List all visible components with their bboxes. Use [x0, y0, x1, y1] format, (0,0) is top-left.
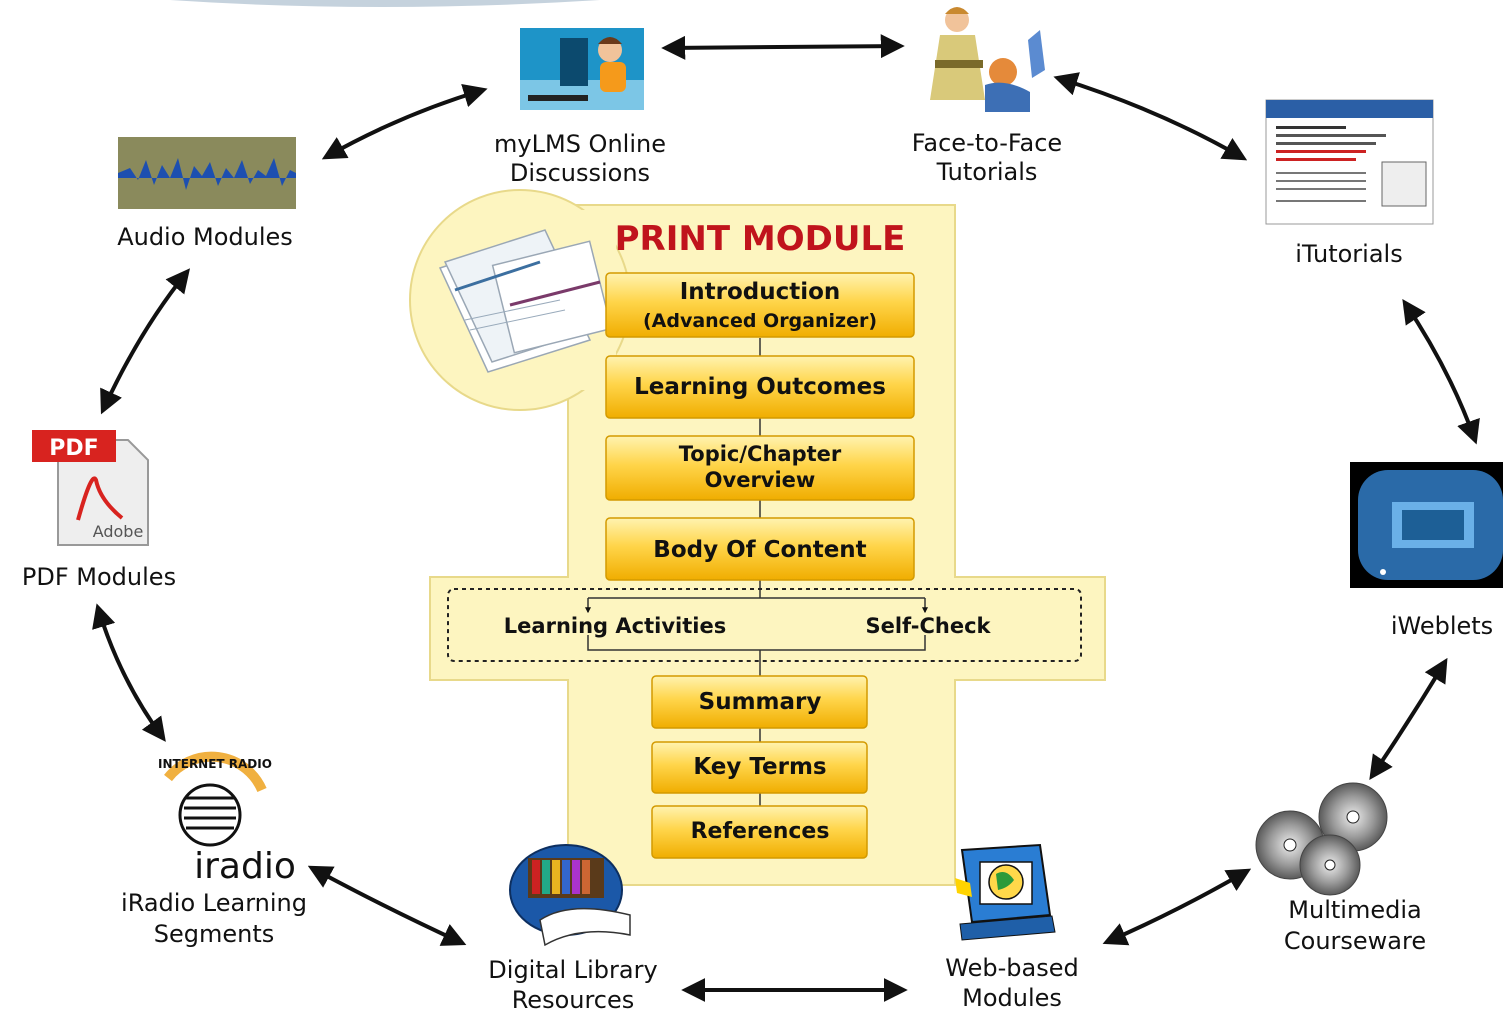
node-iradio: INTERNET RADIO iradio iRadio Learning Se… [121, 751, 307, 948]
key-terms-label: Key Terms [693, 754, 826, 780]
multimedia-label-2: Courseware [1284, 927, 1426, 955]
node-multimedia: Multimedia Courseware [1255, 782, 1426, 955]
cycle-arrows [92, 34, 1480, 1002]
web-player-screenshot-icon [1350, 462, 1503, 588]
activities-group-frame [447, 588, 1082, 662]
arrow-iweblets-multimedia [1369, 657, 1448, 780]
arrow-itutorials-iweblets [1402, 299, 1480, 445]
pdf-file-icon: PDF Adobe [32, 430, 149, 546]
topic-overview-label: Topic/Chapter [679, 442, 842, 466]
references-label: References [691, 819, 830, 844]
globe-monitor-icon [955, 843, 1056, 941]
cd-discs-icon [1255, 782, 1388, 896]
box-summary: Summary [651, 675, 868, 729]
box-topic-overview: Topic/Chapter Overview [605, 435, 915, 501]
iradio-microphone-icon: INTERNET RADIO iradio [158, 751, 296, 887]
arrow-iradio-pdf [92, 603, 166, 742]
box-learning-outcomes: Learning Outcomes [605, 355, 915, 419]
topic-overview-sublabel: Overview [705, 468, 816, 492]
person-at-computer-icon [520, 28, 644, 110]
introduction-sublabel: (Advanced Organizer) [643, 310, 877, 332]
introduction-label: Introduction [680, 279, 841, 305]
arrow-facetoface-itutorials [1053, 72, 1248, 161]
arrow-pdf-audio [100, 268, 191, 415]
library-book-icon [509, 844, 631, 947]
teacher-student-icon [930, 7, 1045, 112]
arrow-multimedia-webbased [1102, 868, 1252, 946]
pdf-badge-text: PDF [49, 436, 98, 461]
learning-activities-label: Learning Activities [504, 614, 726, 638]
box-body-of-content: Body Of Content [605, 517, 915, 581]
iweblets-label: iWeblets [1391, 612, 1493, 640]
node-audio: Audio Modules [117, 137, 296, 251]
face-to-face-label-1: Face-to-Face [912, 129, 1062, 157]
digital-library-label-1: Digital Library [488, 956, 657, 984]
box-introduction: Introduction (Advanced Organizer) [605, 272, 915, 338]
slide-screenshot-icon [1265, 99, 1434, 225]
iradio-logo-text: iradio [194, 846, 296, 887]
audio-waveform-icon [118, 137, 296, 209]
digital-library-label-2: Resources [512, 986, 635, 1013]
summary-label: Summary [699, 689, 822, 715]
node-pdf: PDF Adobe PDF Modules [22, 430, 176, 591]
arrow-digital-iradio [307, 865, 467, 946]
booklets-icon [438, 229, 613, 373]
node-itutorials: iTutorials [1265, 99, 1434, 268]
web-based-label-2: Modules [962, 984, 1062, 1012]
print-module-title: PRINT MODULE [615, 219, 906, 259]
arrow-audio-mylms [321, 84, 488, 160]
node-face-to-face: Face-to-Face Tutorials [912, 7, 1062, 186]
learning-outcomes-label: Learning Outcomes [634, 374, 886, 400]
arrow-mylms-facetoface [661, 34, 905, 60]
pdf-label: PDF Modules [22, 563, 176, 591]
node-digital-library: Digital Library Resources [488, 844, 658, 1013]
node-iweblets: iWeblets [1350, 462, 1503, 640]
iradio-label-2: Segments [154, 920, 275, 948]
iradio-label-1: iRadio Learning [121, 889, 307, 917]
adobe-text: Adobe [93, 522, 144, 541]
self-check-label: Self-Check [865, 614, 991, 638]
body-of-content-label: Body Of Content [653, 537, 866, 563]
itutorials-label: iTutorials [1295, 240, 1402, 268]
box-references: References [651, 805, 868, 859]
audio-label: Audio Modules [117, 223, 293, 251]
web-based-label-1: Web-based [945, 954, 1078, 982]
node-web-based: Web-based Modules [945, 843, 1079, 1012]
internet-radio-text: INTERNET RADIO [158, 757, 272, 771]
face-to-face-label-2: Tutorials [936, 158, 1038, 186]
header-band [170, 0, 600, 7]
node-mylms: myLMS Online Discussions [494, 28, 666, 187]
box-key-terms: Key Terms [651, 741, 868, 794]
mylms-label-1: myLMS Online [494, 130, 666, 158]
multimedia-label-1: Multimedia [1288, 896, 1421, 924]
mylms-label-2: Discussions [510, 159, 650, 187]
